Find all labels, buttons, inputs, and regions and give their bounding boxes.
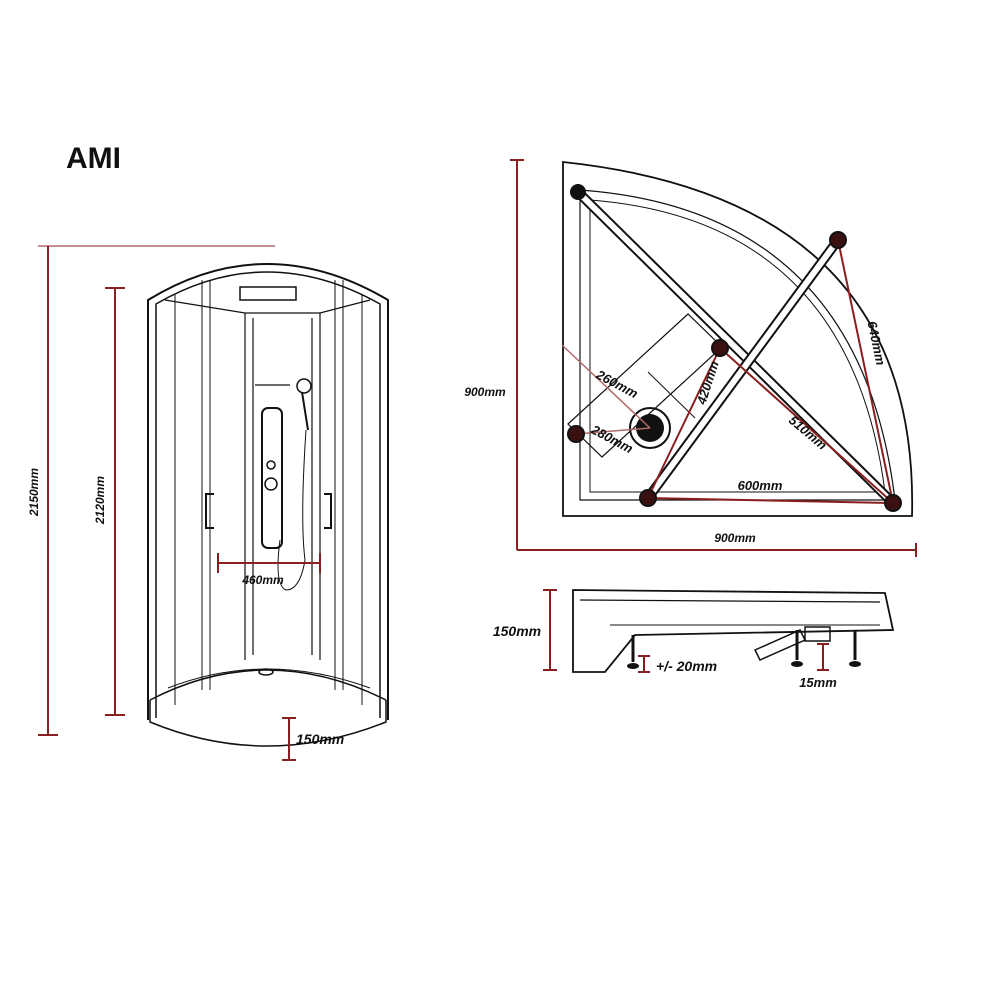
dimension-plan-depth: 900mm xyxy=(464,159,524,550)
label-plan-width: 900mm xyxy=(714,531,756,545)
label-plan-depth: 900mm xyxy=(464,385,506,399)
shower-tray-front xyxy=(149,669,387,701)
drain xyxy=(258,668,274,676)
label-tray-height-front: 150mm xyxy=(296,731,344,747)
dimension-leg: 15mm xyxy=(799,643,837,690)
foot-marker xyxy=(711,339,729,357)
side-view: 150mm +/- 20mm xyxy=(493,589,895,690)
foot-marker xyxy=(570,184,586,200)
dimension-tray-height-front: 150mm xyxy=(282,717,344,761)
label-enclosure-height: 2120mm xyxy=(93,476,107,525)
shower-tray-plan xyxy=(562,160,913,517)
dimension-enclosure-height: 2120mm xyxy=(93,287,125,716)
plan-view: 900mm 900mm xyxy=(464,159,917,557)
label-640mm: 640mm xyxy=(864,320,888,367)
plan-drain xyxy=(629,407,671,449)
plan-feet xyxy=(567,184,902,512)
door-handle-right xyxy=(324,493,332,529)
dimension-column-width: 460mm xyxy=(217,553,321,587)
label-overall-height: 2150mm xyxy=(27,468,41,517)
dimension-tray-height-side: 150mm xyxy=(493,589,557,671)
dimension-leg-adjust: +/- 20mm xyxy=(638,655,717,674)
door-handle-left xyxy=(205,493,214,529)
foot-marker xyxy=(639,489,657,507)
plan-dimension-lines xyxy=(561,239,894,504)
dimension-plan-width: 900mm xyxy=(517,531,917,557)
label-tray-height-side: 150mm xyxy=(493,623,541,639)
label-leg-dim: 15mm xyxy=(799,675,837,690)
label-600mm: 600mm xyxy=(738,478,783,493)
tray-side-profile xyxy=(572,589,895,673)
control-column xyxy=(261,407,283,549)
front-view: 2150mm 2120mm xyxy=(27,245,389,761)
label-leg-adjust: +/- 20mm xyxy=(656,658,717,674)
rain-shower-head xyxy=(239,286,297,301)
hand-shower-head xyxy=(296,378,312,394)
shower-enclosure-front xyxy=(147,263,389,747)
foot-marker xyxy=(884,494,902,512)
product-title: AMI xyxy=(66,142,121,175)
foot-marker xyxy=(829,231,847,249)
label-column-width: 460mm xyxy=(241,573,284,587)
dimension-overall-height: 2150mm xyxy=(27,245,275,736)
foot-marker xyxy=(567,425,585,443)
